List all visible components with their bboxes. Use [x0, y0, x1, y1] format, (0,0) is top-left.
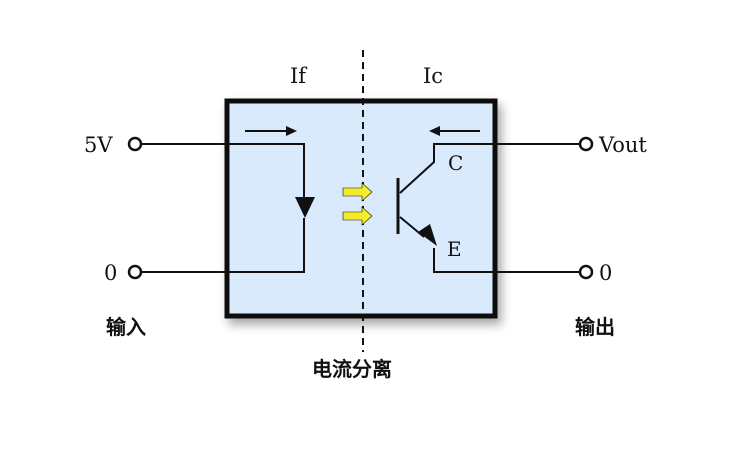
emitter-wire — [433, 248, 580, 273]
input-wire-top — [141, 143, 305, 198]
ic-label: Ic — [423, 64, 443, 88]
light-arrow-icon-upper — [342, 182, 373, 202]
package-box — [224, 98, 498, 319]
output-zero-label: 0 — [599, 261, 612, 285]
output-voltage-label: Vout — [598, 133, 647, 157]
emitter-label: E — [447, 237, 462, 261]
if-current-arrow-icon — [245, 126, 297, 136]
emitter-arrow-icon — [418, 224, 437, 246]
light-arrow-icon-lower — [342, 206, 373, 226]
collector-lead — [399, 143, 580, 194]
output-terminal-top[interactable] — [578, 136, 594, 152]
output-label: 输出 — [575, 315, 615, 339]
input-zero-label: 0 — [104, 261, 117, 285]
input-wire-bottom — [141, 218, 305, 273]
input-terminal-top[interactable] — [127, 136, 143, 152]
output-terminal-bottom[interactable] — [578, 264, 594, 280]
collector-label: C — [448, 151, 463, 175]
ic-current-arrow-icon — [429, 126, 480, 136]
input-voltage-label: 5V — [84, 133, 113, 157]
led-diode-icon — [295, 197, 315, 218]
input-terminal-bottom[interactable] — [127, 264, 143, 280]
emitter-lead — [399, 216, 425, 238]
isolation-label: 电流分离 — [312, 357, 392, 381]
input-label: 输入 — [106, 315, 146, 339]
if-label: If — [290, 64, 308, 88]
